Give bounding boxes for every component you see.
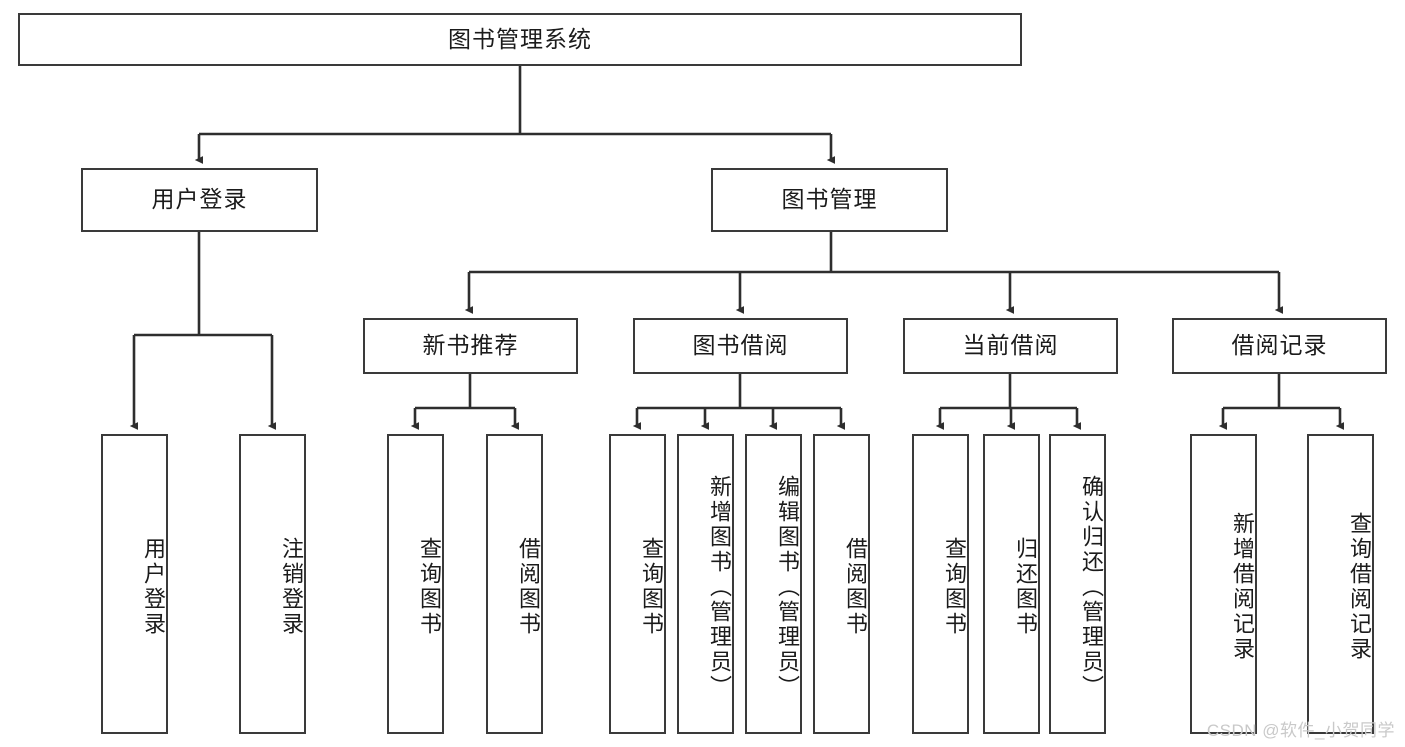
node-leaf-query-book-2[interactable]: 查询图书 bbox=[609, 434, 666, 734]
node-book-manage-label: 图书管理 bbox=[781, 186, 878, 213]
node-leaf-edit-book[interactable]: 编辑图书（管理员） bbox=[745, 434, 802, 734]
node-leaf-borrow-book-1-label: 借阅图书 bbox=[516, 537, 541, 637]
node-leaf-logout-label: 注销登录 bbox=[279, 537, 304, 637]
node-root[interactable]: 图书管理系统 bbox=[18, 13, 1022, 66]
node-leaf-return-book-label: 归还图书 bbox=[1013, 537, 1038, 637]
node-user-login-label: 用户登录 bbox=[151, 186, 248, 213]
node-book-manage[interactable]: 图书管理 bbox=[711, 168, 948, 232]
node-current-borrow[interactable]: 当前借阅 bbox=[903, 318, 1118, 374]
node-leaf-query-book-1[interactable]: 查询图书 bbox=[387, 434, 444, 734]
node-current-borrow-label: 当前借阅 bbox=[962, 332, 1059, 359]
node-leaf-add-book[interactable]: 新增图书（管理员） bbox=[677, 434, 734, 734]
node-borrow-record[interactable]: 借阅记录 bbox=[1172, 318, 1387, 374]
node-leaf-query-record-label: 查询借阅记录 bbox=[1347, 512, 1372, 662]
node-leaf-borrow-book-1[interactable]: 借阅图书 bbox=[486, 434, 543, 734]
node-leaf-confirm-return-label: 确认归还（管理员） bbox=[1079, 474, 1104, 700]
watermark-text: CSDN @软件_小贺同学 bbox=[1206, 721, 1395, 740]
node-leaf-query-book-3[interactable]: 查询图书 bbox=[912, 434, 969, 734]
node-leaf-edit-book-label: 编辑图书（管理员） bbox=[775, 474, 800, 700]
node-book-borrow-label: 图书借阅 bbox=[692, 332, 789, 359]
node-leaf-query-book-1-label: 查询图书 bbox=[417, 537, 442, 637]
node-leaf-user-login-label: 用户登录 bbox=[141, 537, 166, 637]
node-leaf-add-record-label: 新增借阅记录 bbox=[1230, 512, 1255, 662]
node-borrow-record-label: 借阅记录 bbox=[1231, 332, 1328, 359]
node-new-book-recommend-label: 新书推荐 bbox=[422, 332, 519, 359]
node-leaf-query-book-2-label: 查询图书 bbox=[639, 537, 664, 637]
node-book-borrow[interactable]: 图书借阅 bbox=[633, 318, 848, 374]
node-leaf-user-login[interactable]: 用户登录 bbox=[101, 434, 168, 734]
node-leaf-add-book-label: 新增图书（管理员） bbox=[707, 474, 732, 700]
node-leaf-add-record[interactable]: 新增借阅记录 bbox=[1190, 434, 1257, 734]
node-new-book-recommend[interactable]: 新书推荐 bbox=[363, 318, 578, 374]
node-root-label: 图书管理系统 bbox=[448, 25, 592, 52]
node-leaf-logout[interactable]: 注销登录 bbox=[239, 434, 306, 734]
node-leaf-borrow-book-2-label: 借阅图书 bbox=[843, 537, 868, 637]
node-leaf-query-book-3-label: 查询图书 bbox=[942, 537, 967, 637]
node-leaf-borrow-book-2[interactable]: 借阅图书 bbox=[813, 434, 870, 734]
node-leaf-return-book[interactable]: 归还图书 bbox=[983, 434, 1040, 734]
node-leaf-confirm-return[interactable]: 确认归还（管理员） bbox=[1049, 434, 1106, 734]
node-user-login[interactable]: 用户登录 bbox=[81, 168, 318, 232]
node-leaf-query-record[interactable]: 查询借阅记录 bbox=[1307, 434, 1374, 734]
